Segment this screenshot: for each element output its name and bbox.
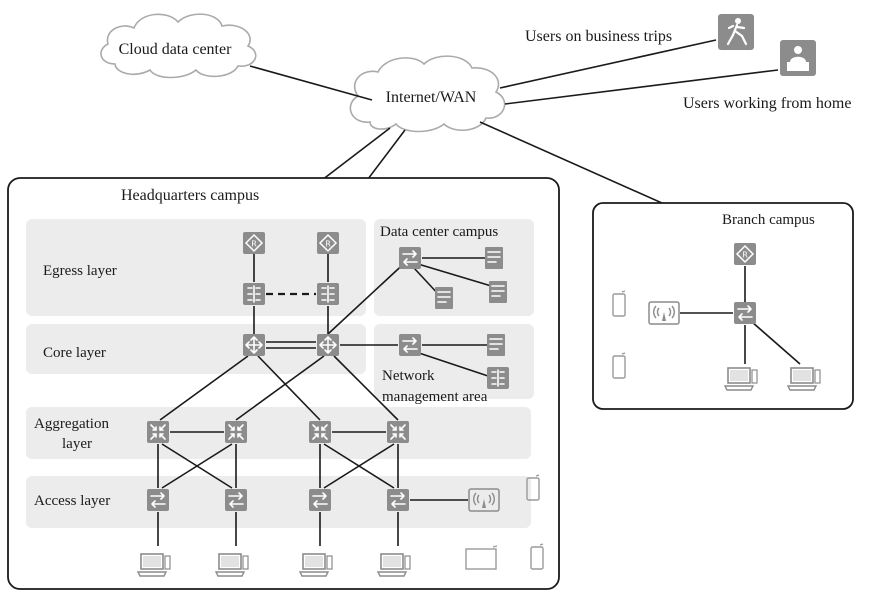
access-switch-2 (224, 488, 248, 512)
aggregation-band (26, 407, 531, 459)
firewall-1 (242, 282, 266, 306)
branch-router (733, 242, 757, 266)
aggregation-switch-4 (386, 420, 410, 444)
egress-router-1 (242, 231, 266, 255)
users-home-label: Users working from home (683, 95, 851, 112)
firewall-2 (316, 282, 340, 306)
aggregation-switch-1 (146, 420, 170, 444)
aggregation-layer-label-1: Aggregation (34, 416, 109, 432)
dc-switch (398, 246, 422, 270)
access-switch-1 (146, 488, 170, 512)
core-layer-label: Core layer (43, 345, 106, 361)
egress-layer-label: Egress layer (43, 263, 117, 279)
aggregation-switch-2 (224, 420, 248, 444)
dc-server-3 (488, 280, 508, 304)
aggregation-layer-label-2: layer (62, 436, 92, 452)
access-switch-4 (386, 488, 410, 512)
aggregation-switch-3 (308, 420, 332, 444)
nm-server-1 (486, 333, 506, 357)
dc-server-2 (434, 286, 454, 310)
nm-area-label-2: management area (382, 389, 488, 405)
egress-band (26, 219, 366, 316)
access-layer-label: Access layer (34, 493, 110, 509)
internet-wan-cloud: Internet/WAN (349, 55, 506, 133)
core-band (26, 324, 366, 374)
nm-area-band (374, 324, 534, 399)
nm-server-2 (486, 366, 510, 390)
branch-label: Branch campus (722, 212, 815, 228)
cloud-data-center: Cloud data center (100, 13, 257, 79)
core-switch-2 (316, 333, 340, 357)
nm-area-label-1: Network (382, 368, 435, 384)
egress-router-2 (316, 231, 340, 255)
business-trip-user-icon (718, 14, 754, 50)
access-switch-3 (308, 488, 332, 512)
dc-server-1 (484, 246, 504, 270)
users-trips-label: Users on business trips (525, 28, 672, 45)
branch-campus: Branch campus (592, 202, 854, 410)
cloud-data-center-label: Cloud data center (119, 41, 233, 58)
dc-campus-label: Data center campus (380, 224, 498, 240)
internet-wan-label: Internet/WAN (386, 89, 477, 106)
branch-switch (733, 301, 757, 325)
nm-switch (398, 333, 422, 357)
core-switch-1 (242, 333, 266, 357)
home-user-icon (780, 40, 816, 76)
headquarters-campus: Headquarters campus Egress layer Core la… (7, 177, 560, 590)
hq-links (157, 243, 499, 546)
headquarters-label: Headquarters campus (121, 187, 259, 204)
